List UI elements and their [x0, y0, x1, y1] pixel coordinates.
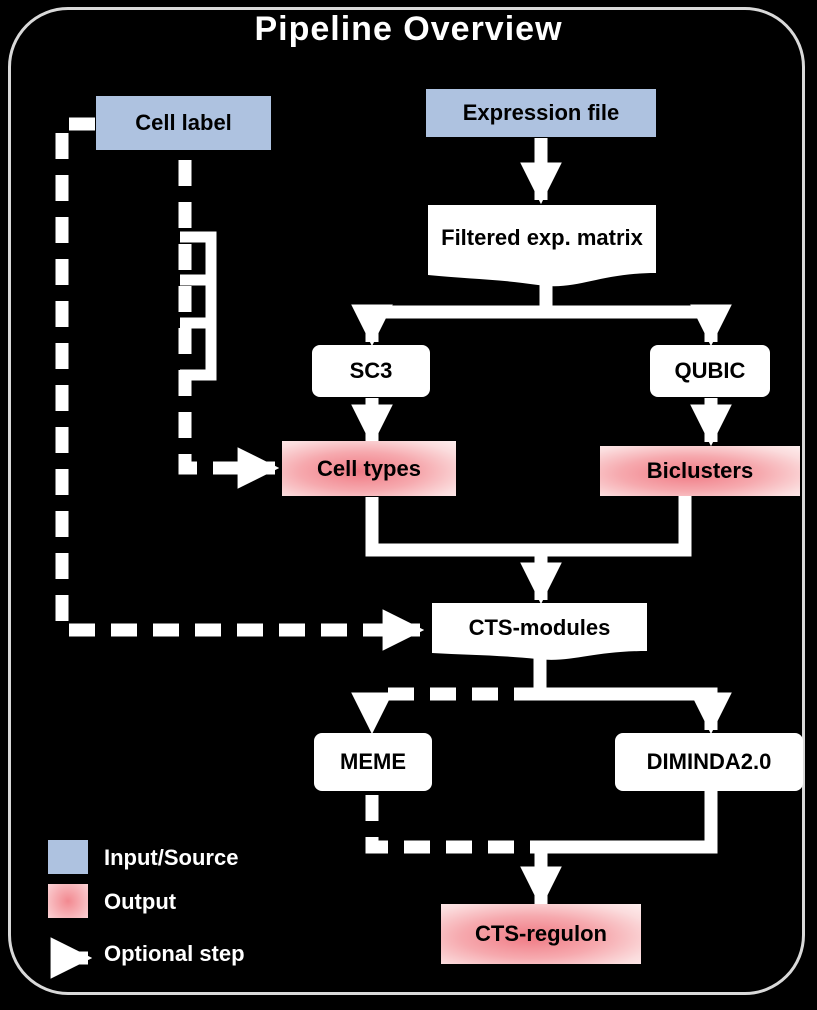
edge-filtered-split — [351, 282, 553, 347]
edge-celltypes-to-cts — [365, 497, 562, 605]
node-cts-modules: CTS-modules — [468, 615, 611, 641]
diagram-title: Pipeline Overview — [254, 10, 563, 48]
edge-diminda-to-regulon — [520, 790, 718, 909]
node-cts-regulon: CTS-regulon — [441, 904, 641, 964]
node-sc3: SC3 — [312, 345, 430, 397]
filtered-matrix-doc-shape — [428, 205, 656, 287]
node-cell-types: Cell types — [282, 441, 456, 496]
legend-output-swatch — [48, 884, 88, 918]
legend-optional-label: Optional step — [104, 941, 245, 966]
edge-cts-to-meme — [351, 687, 540, 735]
node-meme: MEME — [314, 733, 432, 791]
node-cell-label: Cell label — [96, 96, 271, 150]
edge-filtered-to-qubic — [546, 304, 732, 347]
legend-output-label: Output — [104, 889, 177, 914]
node-expression-file: Expression file — [426, 89, 656, 137]
legend-input-swatch — [48, 840, 88, 874]
edge-cts-to-diminda — [533, 658, 732, 735]
edge-meme-to-regulon — [365, 795, 541, 854]
node-biclusters: Biclusters — [600, 446, 800, 496]
node-qubic: QUBIC — [650, 345, 770, 397]
node-filtered-matrix: Filtered exp. matrix — [441, 225, 643, 251]
cts-modules-doc-shape — [432, 603, 647, 660]
node-diminda: DIMINDA2.0 — [615, 733, 803, 791]
edge-celllabel-to-cts — [55, 117, 425, 651]
bracket-mark — [180, 231, 217, 381]
legend-input-label: Input/Source — [104, 845, 239, 870]
edge-biclusters-merge — [541, 494, 692, 557]
outer-frame — [8, 7, 805, 995]
edge-celllabel-to-celltypes — [178, 160, 280, 489]
